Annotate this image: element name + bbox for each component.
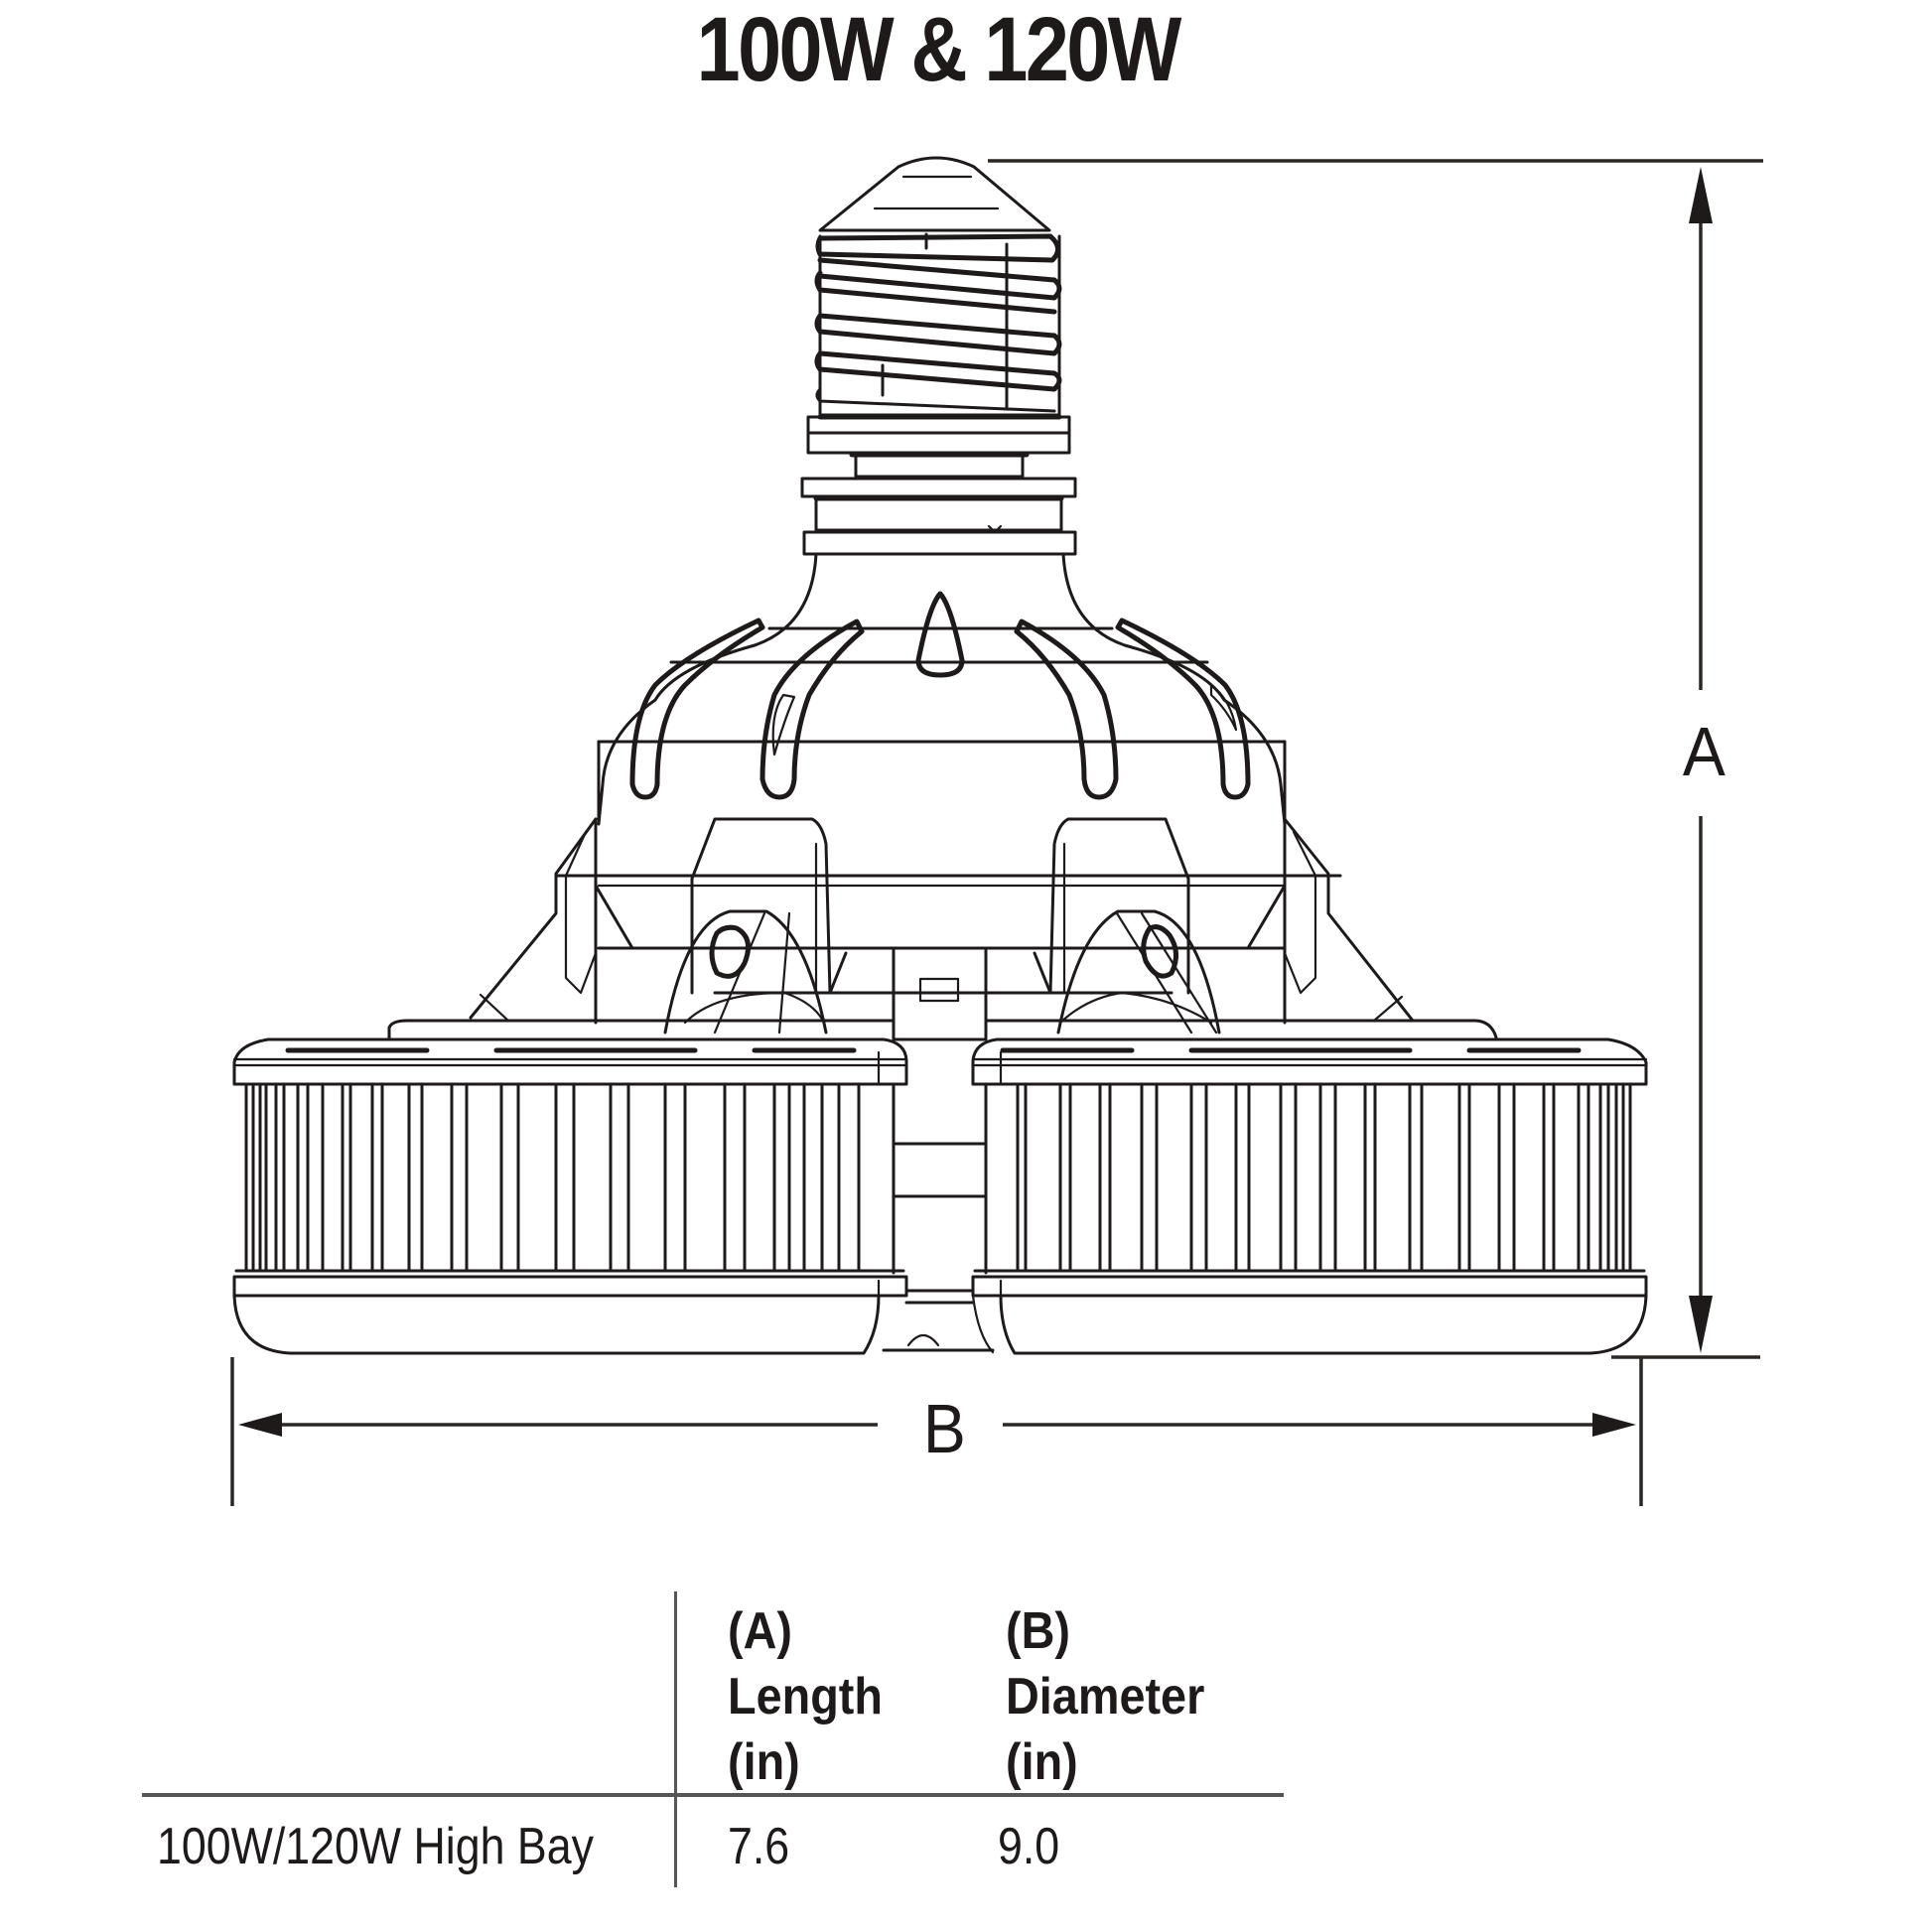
cell-length: 7.6 (728, 1818, 790, 1875)
column-header-length-unit: (in) (728, 1733, 800, 1791)
right-led-panel-icon (971, 1037, 1648, 1355)
column-header-length: (A) Length (in) (728, 1598, 883, 1795)
left-led-panel-icon (232, 1037, 908, 1355)
cell-diameter: 9.0 (998, 1818, 1060, 1875)
dimension-a-label: A (1682, 713, 1725, 790)
screw-base-icon (814, 156, 1062, 417)
column-header-length-letter: (A) (728, 1602, 792, 1660)
dimension-b-label: B (922, 1390, 966, 1467)
column-header-length-name: Length (728, 1668, 883, 1725)
dimension-a-icon (988, 159, 1763, 1359)
housing-dome-icon (597, 552, 1287, 826)
page-title: 100W & 120W (696, 0, 1182, 100)
column-header-diameter-name: Diameter (1006, 1668, 1205, 1725)
base-collar-icon (800, 414, 1077, 556)
cell-model: 100W/120W High Bay (157, 1818, 594, 1875)
table-column-divider (674, 1591, 677, 1887)
column-header-diameter: (B) Diameter (in) (1006, 1598, 1204, 1795)
mount-bracket-icon (387, 817, 1498, 1041)
column-header-diameter-unit: (in) (1006, 1733, 1078, 1791)
table-header-rule (142, 1793, 1284, 1797)
column-header-diameter-letter: (B) (1006, 1602, 1070, 1660)
dimension-b-icon (230, 1357, 1643, 1506)
